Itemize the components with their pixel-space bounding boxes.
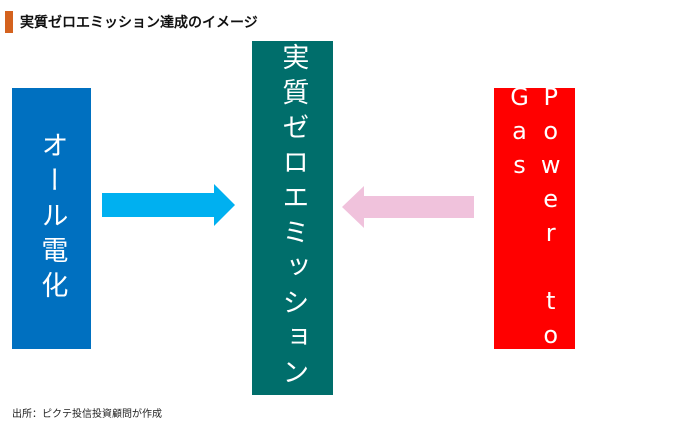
page-title: 実質ゼロエミッション達成のイメージ [20,15,258,31]
right-arrow-icon [102,184,235,226]
zero-emission-label: 実質ゼロエミッション [277,43,309,393]
all-electric-box: オール電化 [12,88,91,349]
source-note: 出所：ピクテ投信投資顧問が作成 [12,409,162,420]
title-accent-bar [5,11,13,33]
all-electric-label: オール電化 [36,131,68,306]
left-arrow-icon [342,186,474,228]
zero-emission-box: 実質ゼロエミッション [252,41,333,395]
power-to-gas-label: Power to Gas [505,82,565,355]
power-to-gas-box: Power to Gas [494,83,575,355]
